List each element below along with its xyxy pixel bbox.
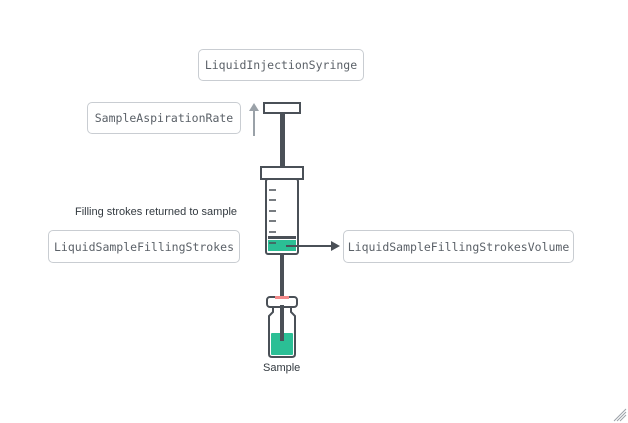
needle-in-vial	[280, 305, 284, 341]
aspiration-rate-arrow	[249, 103, 259, 136]
vial-septum	[275, 296, 289, 299]
barrel-flange	[260, 166, 304, 180]
sample-caption: Sample	[263, 362, 301, 374]
param-liquid-sample-filling-strokes-volume[interactable]: LiquidSampleFillingStrokesVolume	[343, 230, 574, 263]
barrel-liquid	[268, 240, 296, 251]
volume-arrow	[286, 241, 340, 251]
param-liquid-sample-filling-strokes[interactable]: LiquidSampleFillingStrokes	[48, 230, 240, 263]
filling-strokes-caption: Filling strokes returned to sample	[75, 206, 238, 218]
resize-grip-icon[interactable]	[613, 408, 627, 422]
param-liquid-injection-syringe[interactable]: LiquidInjectionSyringe	[198, 49, 364, 81]
graduation-marks	[269, 189, 276, 233]
plunger-cap	[263, 102, 301, 114]
sample-liquid	[271, 333, 293, 355]
plunger-stopper	[268, 236, 296, 239]
param-sample-aspiration-rate[interactable]: SampleAspirationRate	[87, 102, 241, 134]
syringe-needle	[280, 254, 284, 297]
